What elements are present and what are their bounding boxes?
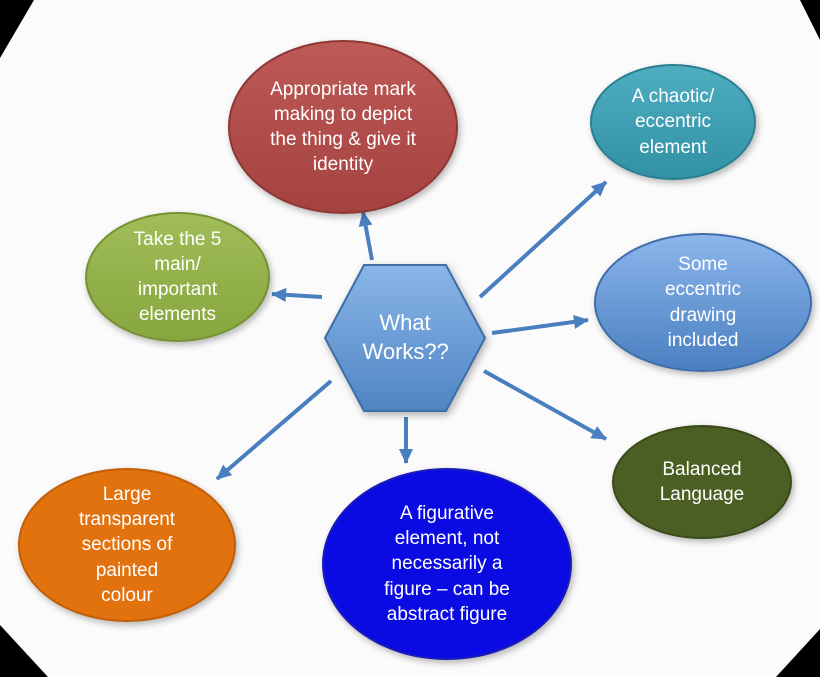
corner-artifact-bottom-left <box>0 625 48 677</box>
node-balanced-language: Balanced Language <box>612 425 792 539</box>
corner-artifact-top-left <box>0 0 34 58</box>
node-take-5-main-elements: Take the 5 main/ important elements <box>85 212 270 342</box>
node-some-eccentric-drawing: Some eccentric drawing included <box>594 233 812 372</box>
arrow-to-appropriate-mark-making <box>358 211 374 261</box>
central-node-what-works: What Works?? <box>323 263 487 413</box>
corner-artifact-top-right <box>800 0 820 40</box>
corner-artifact-bottom-right <box>776 629 820 677</box>
arrow-to-some-eccentric-drawing <box>491 314 589 335</box>
arrow-to-chaotic-eccentric-element <box>478 180 608 299</box>
node-label: A chaotic/ eccentric element <box>631 86 715 158</box>
node-label: A figurative element, not necessarily a … <box>384 503 510 625</box>
node-label: Some eccentric drawing included <box>664 254 742 351</box>
node-label: Balanced Language <box>659 458 745 505</box>
arrow-to-large-transparent-sections <box>215 379 333 481</box>
node-chaotic-eccentric-element: A chaotic/ eccentric element <box>590 64 756 180</box>
node-label: Large transparent sections of painted co… <box>78 484 176 606</box>
arrow-to-take-5-main-elements <box>271 287 323 302</box>
hexagon-shape <box>323 264 487 412</box>
arrow-to-balanced-language <box>483 369 607 441</box>
node-label: Take the 5 main/ important elements <box>133 228 222 326</box>
node-label: Appropriate mark making to depict the th… <box>270 78 416 176</box>
node-figurative-element: A figurative element, not necessarily a … <box>322 468 572 660</box>
central-node-label: What Works?? <box>362 310 449 364</box>
node-large-transparent-sections: Large transparent sections of painted co… <box>18 468 236 622</box>
node-appropriate-mark-making: Appropriate mark making to depict the th… <box>228 40 458 214</box>
